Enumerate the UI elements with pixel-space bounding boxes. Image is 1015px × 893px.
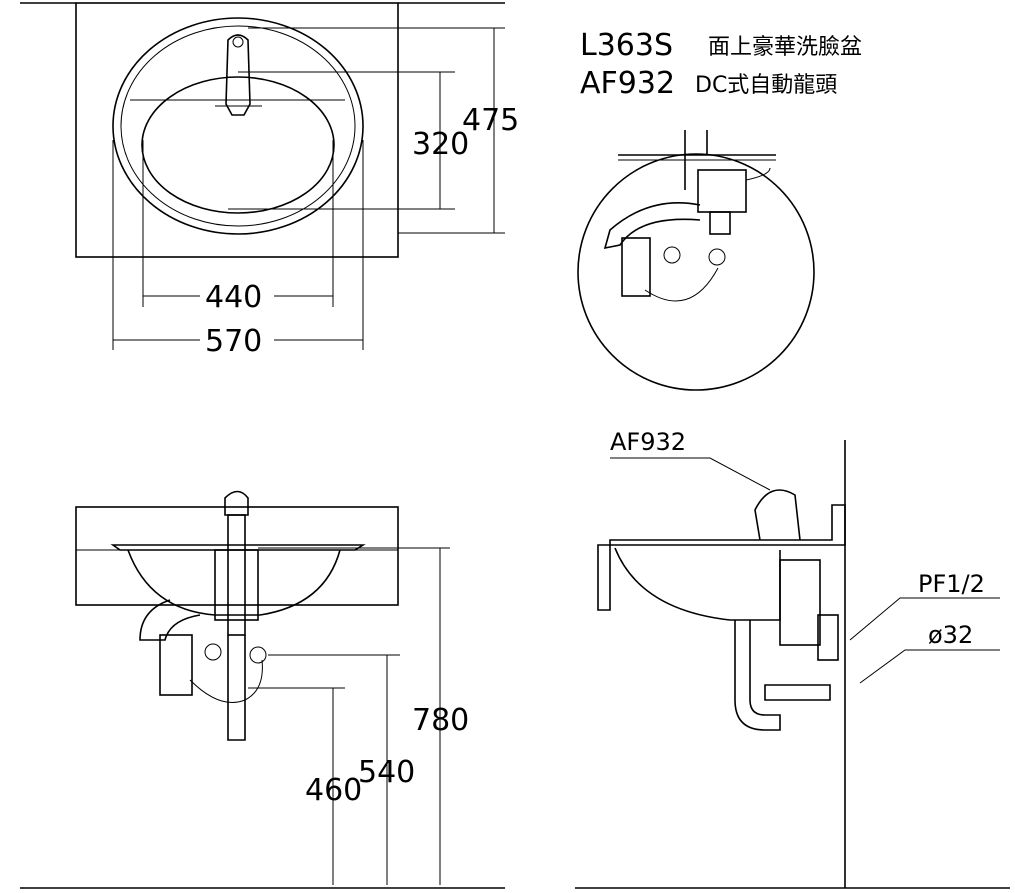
detail-view bbox=[577, 130, 815, 391]
countertop-outline bbox=[75, 2, 399, 258]
callout-pf12: PF1/2 bbox=[918, 570, 985, 598]
dim-780: 780 bbox=[412, 703, 469, 738]
basin-name: 面上豪華洗臉盆 bbox=[708, 35, 862, 60]
model-faucet: AF932 bbox=[580, 66, 675, 101]
model-basin: L363S bbox=[580, 28, 673, 63]
dim-460: 460 bbox=[305, 773, 362, 808]
front-view: 780 540 460 bbox=[20, 490, 505, 889]
dim-320: 320 bbox=[412, 127, 469, 162]
top-view: 320 475 440 570 bbox=[20, 2, 519, 359]
callout-drain-32: ø32 bbox=[928, 621, 973, 649]
dim-540: 540 bbox=[358, 755, 415, 790]
dim-570: 570 bbox=[205, 324, 262, 359]
dim-475: 475 bbox=[462, 103, 519, 138]
faucet-name: DC式自動龍頭 bbox=[695, 73, 837, 98]
callout-af932: AF932 bbox=[610, 428, 686, 456]
dim-440: 440 bbox=[205, 280, 262, 315]
faucet-top bbox=[225, 34, 251, 116]
title-block: L363S 面上豪華洗臉盆 AF932 DC式自動龍頭 bbox=[580, 28, 862, 101]
side-view: AF932 PF1/2 ø32 bbox=[575, 428, 1010, 889]
